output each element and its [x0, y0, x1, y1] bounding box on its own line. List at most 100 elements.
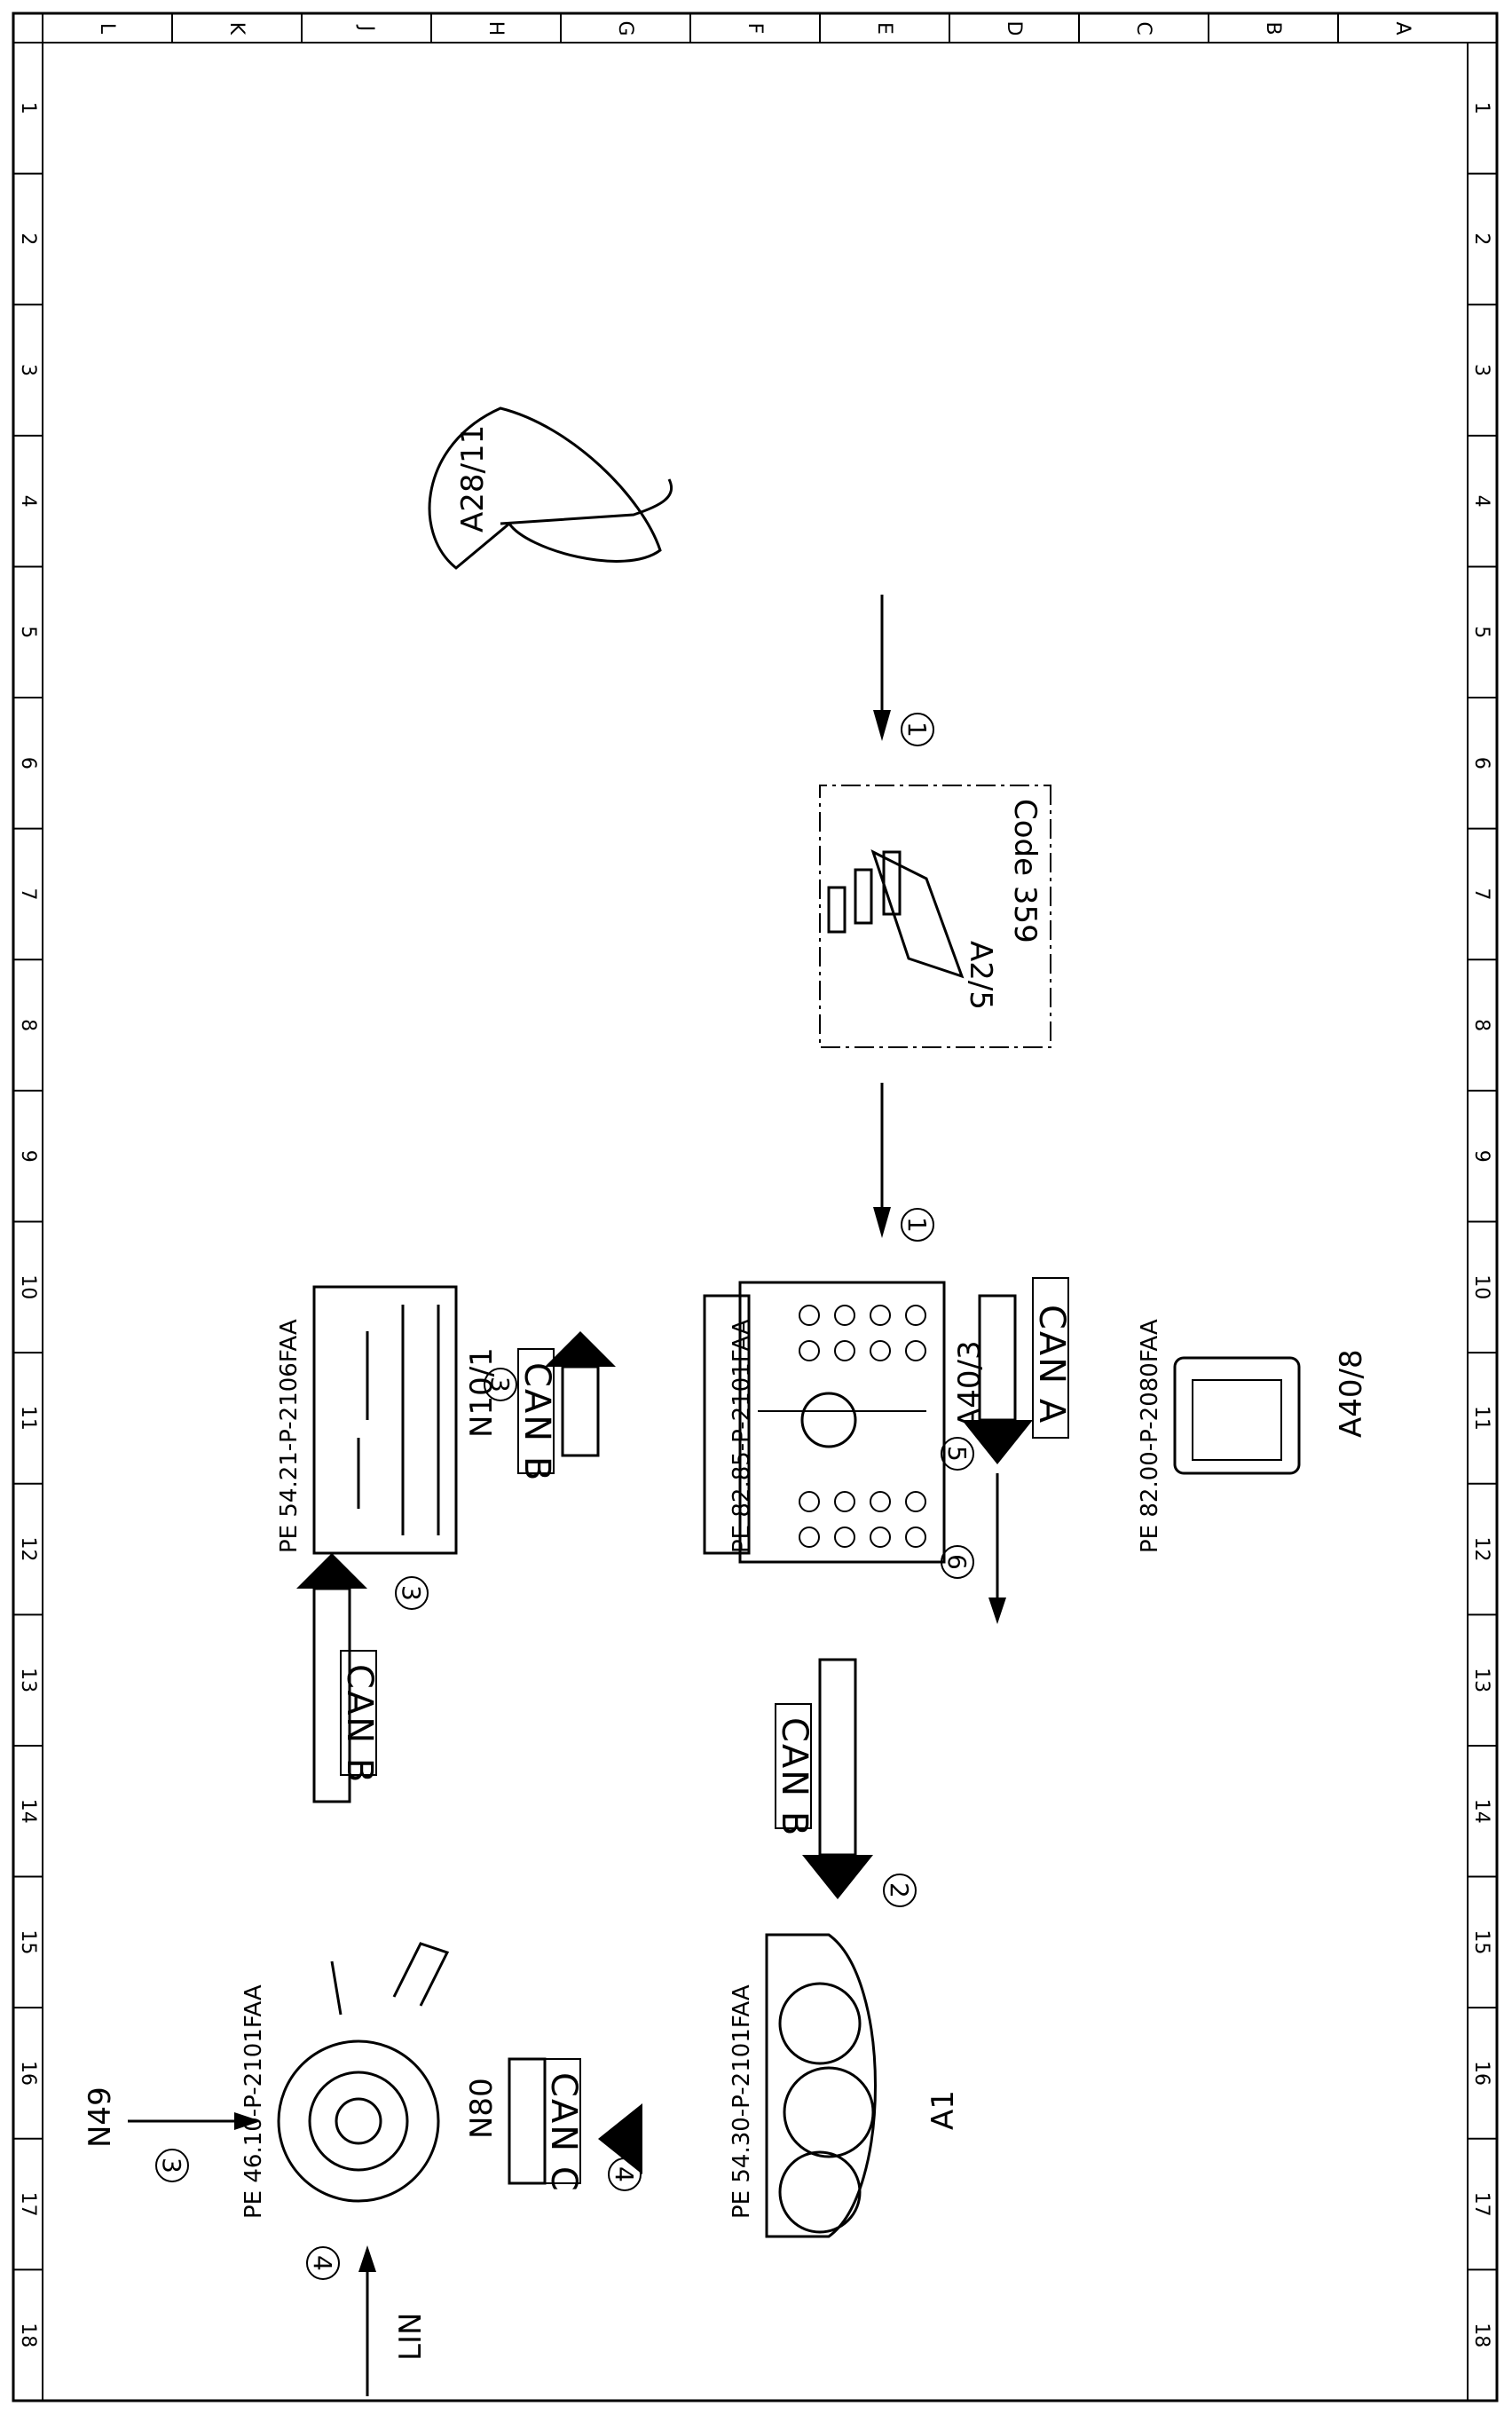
row-marker: 5 [1470, 626, 1492, 638]
a40-3-button [870, 1491, 891, 1512]
marker-3a: 3 [485, 1377, 515, 1392]
a40-3-button [799, 1340, 820, 1361]
n10-1-label: N10/1 [464, 1347, 500, 1438]
row-marker: 4 [1470, 495, 1492, 508]
a2-5-switch-icon [827, 849, 965, 979]
row-marker: 7 [17, 888, 39, 900]
a2-5-code-box [819, 785, 1051, 1048]
a40-3-label: A40/3 [952, 1340, 988, 1429]
n10-1-component: N10/1 PE 54.21-P-2106FAA [276, 1285, 500, 1555]
n49-label: N49 [83, 2087, 118, 2148]
row-marker: 11 [1470, 1406, 1492, 1431]
n10-1-module-icon [312, 1285, 458, 1555]
a2-5-code-label: Code 359 [1007, 799, 1043, 943]
row-marker: 3 [17, 364, 39, 376]
row-marker: 15 [1470, 1929, 1492, 1954]
a40-8-label: A40/8 [1334, 1349, 1369, 1438]
column-marker: K [225, 22, 248, 36]
bus-can-a: CAN A 5 [941, 1277, 1072, 1471]
a40-3-button [905, 1340, 926, 1361]
row-marker: 1 [1470, 102, 1492, 114]
bus-can-b-2: CAN B 3 [296, 1553, 429, 1803]
column-marker: D [1003, 21, 1025, 36]
row-marker: 11 [17, 1406, 39, 1431]
row-marker: 5 [17, 626, 39, 638]
n49-group: N49 3 [83, 2087, 261, 2182]
row-marker: 14 [17, 1799, 39, 1824]
column-marker: B [1262, 21, 1284, 35]
a40-3-button [834, 1305, 855, 1326]
a40-3-ref: PE 82.85-P-2101FAA [728, 1319, 755, 1553]
marker-4b: 4 [308, 2255, 337, 2271]
column-marker: F [744, 23, 766, 35]
row-marker: 16 [1470, 2061, 1492, 2086]
n80-component: N80 PE 46.10-P-2101FAA [240, 1942, 500, 2219]
lin-label: LIN [393, 2313, 429, 2361]
column-marker: J [355, 24, 377, 32]
a40-3-button [834, 1340, 855, 1361]
a40-8-ref: PE 82.00-P-2080FAA [1137, 1319, 1163, 1553]
row-marker: 9 [17, 1150, 39, 1163]
row-marker: 15 [17, 1929, 39, 1954]
row-marker: 8 [1470, 1019, 1492, 1031]
a40-3-buttons [799, 1305, 926, 1548]
row-marker: 13 [17, 1668, 39, 1692]
n80-module-icon [277, 2039, 440, 2203]
marker-1b: 1 [902, 1217, 932, 1233]
column-marker: C [1132, 21, 1154, 35]
a28-11-sensor-icon [428, 406, 673, 570]
a40-3-component: A40/3 PE 82.85-P-2101FAA [703, 1281, 988, 1564]
can-a-arrowhead [962, 1420, 1033, 1464]
arrow-to-a40-8: 6 [941, 1473, 1006, 1624]
marker-2: 2 [885, 1882, 914, 1898]
n10-1-ref: PE 54.21-P-2106FAA [276, 1319, 303, 1553]
row-marker: 2 [1470, 233, 1492, 245]
a2-5-label: A2/5 [963, 941, 998, 1010]
column-marker: L [96, 23, 118, 35]
bus-can-b-3: CAN B 2 [774, 1658, 917, 1907]
can-a-label: CAN A [1031, 1305, 1072, 1424]
marker-circle [901, 713, 934, 746]
row-marker: 7 [1470, 888, 1492, 900]
row-marker: 4 [17, 495, 39, 508]
row-marker: 17 [1470, 2192, 1492, 2217]
row-marker: 10 [17, 1274, 39, 1299]
a1-component: A1 PE 54.30-P-2101FAA [728, 1933, 961, 2238]
a40-3-button [834, 1526, 855, 1548]
arrow-a25-to-a403: 1 [873, 1083, 934, 1242]
a40-3-button [870, 1340, 891, 1361]
a1-ref: PE 54.30-P-2101FAA [728, 1984, 755, 2219]
row-marker: 2 [17, 233, 39, 245]
row-marker: 3 [1470, 364, 1492, 376]
column-marker: G [614, 20, 636, 36]
row-marker: 16 [17, 2061, 39, 2086]
a40-3-button [905, 1305, 926, 1326]
column-marker: H [484, 21, 507, 36]
column-marker: E [873, 22, 895, 35]
can-b-3-label: CAN B [774, 1717, 815, 1837]
marker-3b: 3 [397, 1585, 426, 1601]
a40-3-button [799, 1526, 820, 1548]
a1-label: A1 [925, 2090, 961, 2130]
row-marker: 12 [17, 1537, 39, 1562]
marker-6: 6 [942, 1554, 972, 1570]
bus-can-b-1: CAN B 3 [484, 1331, 616, 1482]
marker-5: 5 [942, 1446, 972, 1462]
n80-ref: PE 46.10-P-2101FAA [240, 1984, 267, 2219]
can-b-2-label: CAN B [339, 1664, 380, 1784]
row-marker: 14 [1470, 1799, 1492, 1824]
column-marker: A [1391, 21, 1414, 35]
marker-1a: 1 [902, 722, 932, 738]
a40-3-button [905, 1526, 926, 1548]
row-marker: 10 [1470, 1274, 1492, 1299]
can-b-1-label: CAN B [516, 1362, 557, 1482]
a40-3-button [870, 1526, 891, 1548]
can-c-label: CAN C [543, 2072, 584, 2193]
row-marker: 17 [17, 2192, 39, 2217]
a2-5-component: Code 359 A2/5 [819, 785, 1051, 1048]
